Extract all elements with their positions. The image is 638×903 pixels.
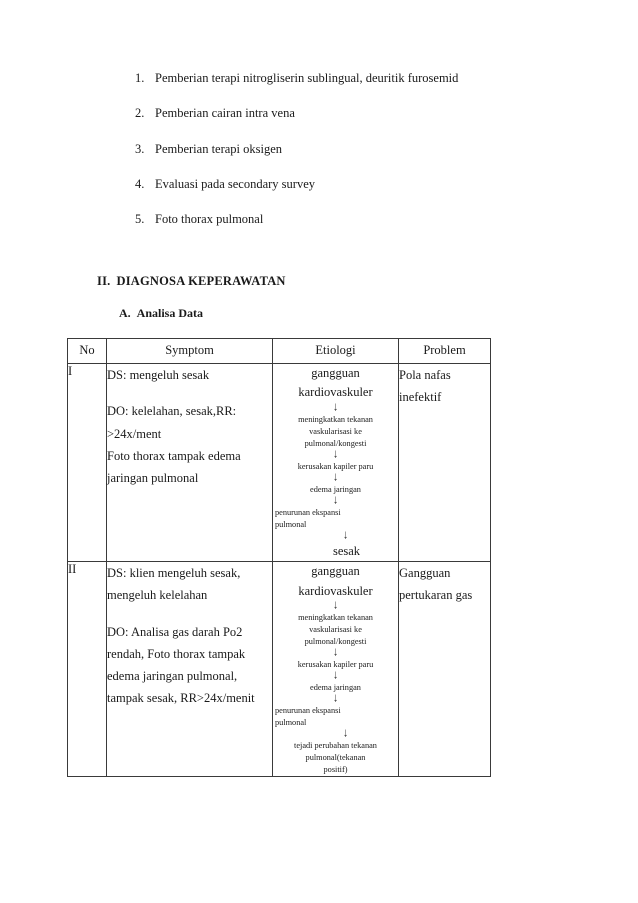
down-arrow-icon: ↓: [343, 726, 348, 741]
column-header-problem: Problem: [398, 338, 491, 364]
section-heading: II. DIAGNOSA KEPERAWATAN: [97, 274, 286, 289]
flow-step: pulmonal: [275, 718, 307, 728]
list-item: 4. Evaluasi pada secondary survey: [135, 176, 555, 192]
row-etiologi: gangguan kardiovaskuler ↓ meningkatkan t…: [272, 561, 399, 778]
list-item: 3. Pemberian terapi oksigen: [135, 141, 555, 157]
problem-line: Pola nafas: [399, 368, 451, 382]
spacer: [107, 607, 272, 621]
flow-step: penurunan ekspansi: [275, 507, 341, 517]
symptom-do-line: edema jaringan pulmonal,: [107, 669, 238, 684]
down-arrow-icon: ↓: [333, 400, 338, 414]
row-problem: Gangguan pertukaran gas: [398, 561, 491, 778]
flow-step: pulmonal/kongesti: [304, 438, 367, 448]
row-symptom: DS: mengeluh sesak DO: kelelahan, sesak,…: [106, 362, 273, 563]
list-item-text: Evaluasi pada secondary survey: [155, 176, 316, 191]
flow-step: pulmonal: [275, 519, 307, 529]
down-arrow-icon: ↓: [333, 493, 338, 508]
flow-step: kerusakan kapiler paru: [297, 660, 374, 670]
symptom-do-line: DO: kelelahan, sesak,RR:: [107, 404, 237, 419]
table-row: II DS: klien mengeluh sesak, mengeluh ke…: [67, 561, 491, 778]
row-number: I: [67, 362, 107, 563]
list-item: 2. Pemberian cairan intra vena: [135, 106, 555, 121]
flow-step: pulmonal(tekanan: [305, 753, 366, 763]
down-arrow-icon: ↓: [333, 598, 338, 613]
symptom-do-line: DO: Analisa gas darah Po2: [107, 624, 243, 639]
symptom-ds: DS: mengeluh sesak: [107, 368, 210, 382]
table-header-row: No Symptom Etiologi Problem: [67, 338, 491, 364]
flow-step: pulmonal/kongesti: [304, 637, 367, 647]
flow-step: meningkatkan tekanan: [298, 414, 373, 424]
flow-step: penurunan ekspansi: [275, 706, 341, 716]
down-arrow-icon: ↓: [343, 528, 348, 543]
list-item-text: Pemberian terapi nitrogliserin sublingua…: [155, 71, 459, 85]
list-item-text: Pemberian cairan intra vena: [155, 106, 295, 121]
list-item-text: Foto thorax pulmonal: [155, 212, 264, 226]
symptom-ds-line: DS: klien mengeluh sesak,: [107, 566, 241, 581]
list-item: 5. Foto thorax pulmonal: [135, 212, 555, 227]
flow-step: edema jaringan: [310, 683, 361, 693]
analisa-data-table: No Symptom Etiologi Problem I DS: mengel…: [67, 338, 491, 778]
symptom-do-line: rendah, Foto thorax tampak: [107, 646, 246, 661]
list-item-text: Pemberian terapi oksigen: [155, 141, 283, 156]
list-item: 1. Pemberian terapi nitrogliserin sublin…: [135, 71, 555, 86]
flow-step: kardiovaskuler: [298, 385, 373, 400]
problem-line: Gangguan: [399, 566, 451, 581]
down-arrow-icon: ↓: [333, 645, 338, 660]
column-header-symptom: Symptom: [106, 338, 273, 364]
symptom-ds-line: mengeluh kelelahan: [107, 588, 208, 603]
spacer: [107, 386, 272, 400]
row-etiologi: gangguan kardiovaskuler ↓ meningkatkan t…: [272, 362, 399, 563]
symptom-do-line: >24x/ment: [107, 426, 162, 441]
intervention-list: 1. Pemberian terapi nitrogliserin sublin…: [135, 71, 555, 248]
symptom-do-line: Foto thorax tampak edema: [107, 448, 241, 463]
column-header-etiologi: Etiologi: [272, 338, 399, 364]
flow-step: edema jaringan: [310, 484, 361, 494]
row-problem: Pola nafas inefektif: [398, 362, 491, 563]
problem-line: pertukaran gas: [399, 588, 473, 603]
section-heading-number: II.: [97, 274, 111, 288]
flow-step: positif): [323, 765, 348, 775]
flow-step: kerusakan kapiler paru: [297, 461, 374, 471]
row-number: II: [67, 561, 107, 778]
table-row: I DS: mengeluh sesak DO: kelelahan, sesa…: [67, 362, 491, 563]
list-item-number: 5.: [135, 212, 145, 226]
flow-step: gangguan: [311, 564, 360, 579]
list-item-number: 2.: [135, 106, 145, 121]
list-item-number: 1.: [135, 71, 145, 85]
flow-step: vaskularisasi ke: [309, 625, 362, 634]
flow-step: vaskularisasi ke: [309, 426, 362, 436]
flow-step: kardiovaskuler: [298, 583, 373, 598]
column-header-no: No: [67, 338, 107, 364]
down-arrow-icon: ↓: [333, 447, 338, 462]
etiologi-flowchart: gangguan kardiovaskuler ↓ meningkatkan t…: [273, 364, 398, 561]
sub-heading: A. Analisa Data: [119, 306, 203, 321]
symptom-do-line: jaringan pulmonal: [107, 471, 199, 485]
flow-step: meningkatkan tekanan: [298, 612, 373, 622]
symptom-do-line: tampak sesak, RR>24x/menit: [107, 691, 255, 706]
list-item-number: 3.: [135, 141, 145, 156]
list-item-number: 4.: [135, 176, 145, 191]
flow-step: tejadi perubahan tekanan: [294, 741, 377, 751]
sub-heading-number: A.: [119, 306, 131, 320]
etiologi-flowchart: gangguan kardiovaskuler ↓ meningkatkan t…: [273, 562, 398, 776]
flow-step: sesak: [332, 543, 361, 558]
flow-step: gangguan: [311, 366, 360, 380]
down-arrow-icon: ↓: [333, 691, 338, 706]
sub-heading-title: Analisa Data: [136, 306, 204, 320]
down-arrow-icon: ↓: [333, 668, 338, 683]
section-heading-title: DIAGNOSA KEPERAWATAN: [116, 274, 286, 288]
down-arrow-icon: ↓: [333, 470, 338, 485]
row-symptom: DS: klien mengeluh sesak, mengeluh kelel…: [106, 561, 273, 778]
problem-line: inefektif: [399, 390, 442, 405]
